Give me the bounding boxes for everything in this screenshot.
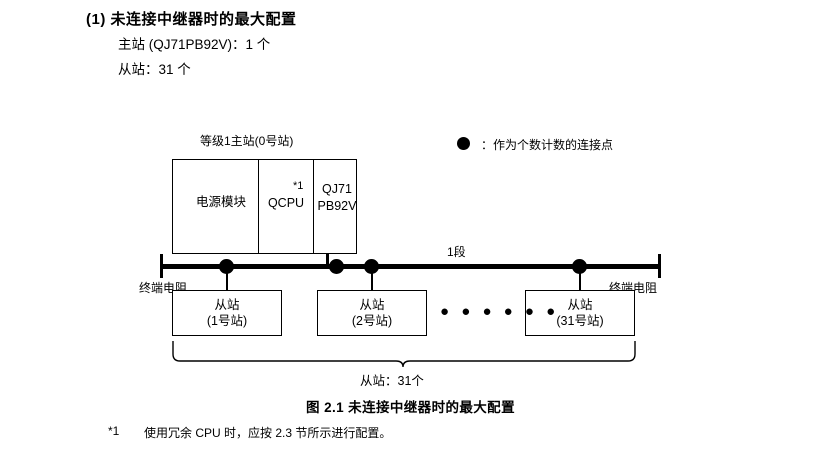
slave-total-label: 从站：31个 (360, 374, 424, 388)
network-module-label-line1: QJ71 (322, 182, 352, 196)
master-unit-divider-1 (258, 159, 259, 254)
power-module-label: 电源模块 (195, 195, 246, 209)
master-unit-divider-2 (313, 159, 314, 254)
slave-station-box: 从站 (1号站) (172, 290, 282, 336)
terminator-right-marker (658, 254, 661, 278)
network-module-label: QJ71 PB92V (316, 181, 358, 215)
footnote-text: 使用冗余 CPU 时，应按 2.3 节所示进行配置。 (144, 426, 392, 440)
figure-caption: 图 2.1 未连接中继器时的最大配置 (306, 400, 515, 415)
segment-label: 1段 (447, 245, 466, 259)
slave-station-box: 从站 (2号站) (317, 290, 427, 336)
slave-drop-line (226, 266, 228, 290)
connection-dot-icon (329, 259, 344, 274)
slave-station-number: (2号站) (351, 314, 393, 328)
spec-line-slave: 从站：31 个 (118, 62, 191, 77)
spec-line-master: 主站 (QJ71PB92V)：1 个 (118, 37, 271, 52)
slave-station-number: (1号站) (206, 314, 248, 328)
slave-title: 从站 (214, 298, 240, 312)
ellipsis-dots: ● ● ● ● ● ● (440, 303, 560, 320)
footnote-mark: *1 (108, 424, 120, 438)
slave-title: 从站 (359, 298, 385, 312)
slave-drop-line (371, 266, 373, 290)
bus-trunk-line (160, 264, 661, 269)
slave-station-number: (31号站) (556, 314, 604, 328)
qcpu-footnote-mark: *1 (293, 180, 304, 192)
legend-filled-circle-icon (457, 137, 470, 150)
network-module-label-line2: PB92V (317, 199, 357, 213)
terminator-left-marker (160, 254, 163, 278)
legend-text: ：作为个数计数的连接点 (481, 138, 614, 152)
slave-title: 从站 (567, 298, 593, 312)
section-heading: (1) 未连接中继器时的最大配置 (86, 11, 297, 28)
master-unit-box (172, 159, 357, 254)
slave-station-box: 从站 (31号站) (525, 290, 635, 336)
class1-master-label: 等级1主站(0号站) (200, 134, 294, 148)
qcpu-label: QCPU (267, 196, 305, 210)
slave-drop-line (579, 266, 581, 290)
slave-count-brace (172, 341, 636, 368)
master-drop-line (326, 254, 329, 266)
